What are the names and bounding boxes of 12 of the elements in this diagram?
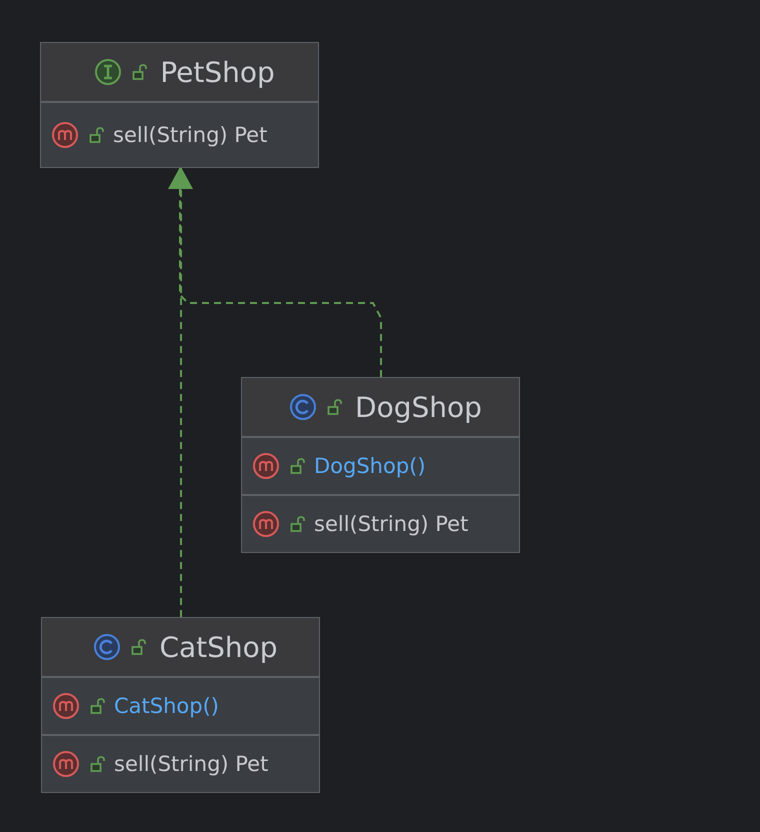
class-box xyxy=(241,377,520,553)
dashed-arrow xyxy=(168,167,382,377)
method-signature: sell(String) Pet xyxy=(114,752,268,776)
method-signature: sell(String) Pet xyxy=(113,123,268,147)
method-signature: sell(String) Pet xyxy=(314,512,468,536)
interface-box xyxy=(40,42,319,168)
method-signature: CatShop() xyxy=(114,694,219,718)
class-name: CatShop xyxy=(159,630,278,664)
class-name: DogShop xyxy=(355,390,482,424)
method-signature: DogShop() xyxy=(314,454,426,478)
class-name: PetShop xyxy=(160,56,275,88)
class-box xyxy=(41,617,320,793)
